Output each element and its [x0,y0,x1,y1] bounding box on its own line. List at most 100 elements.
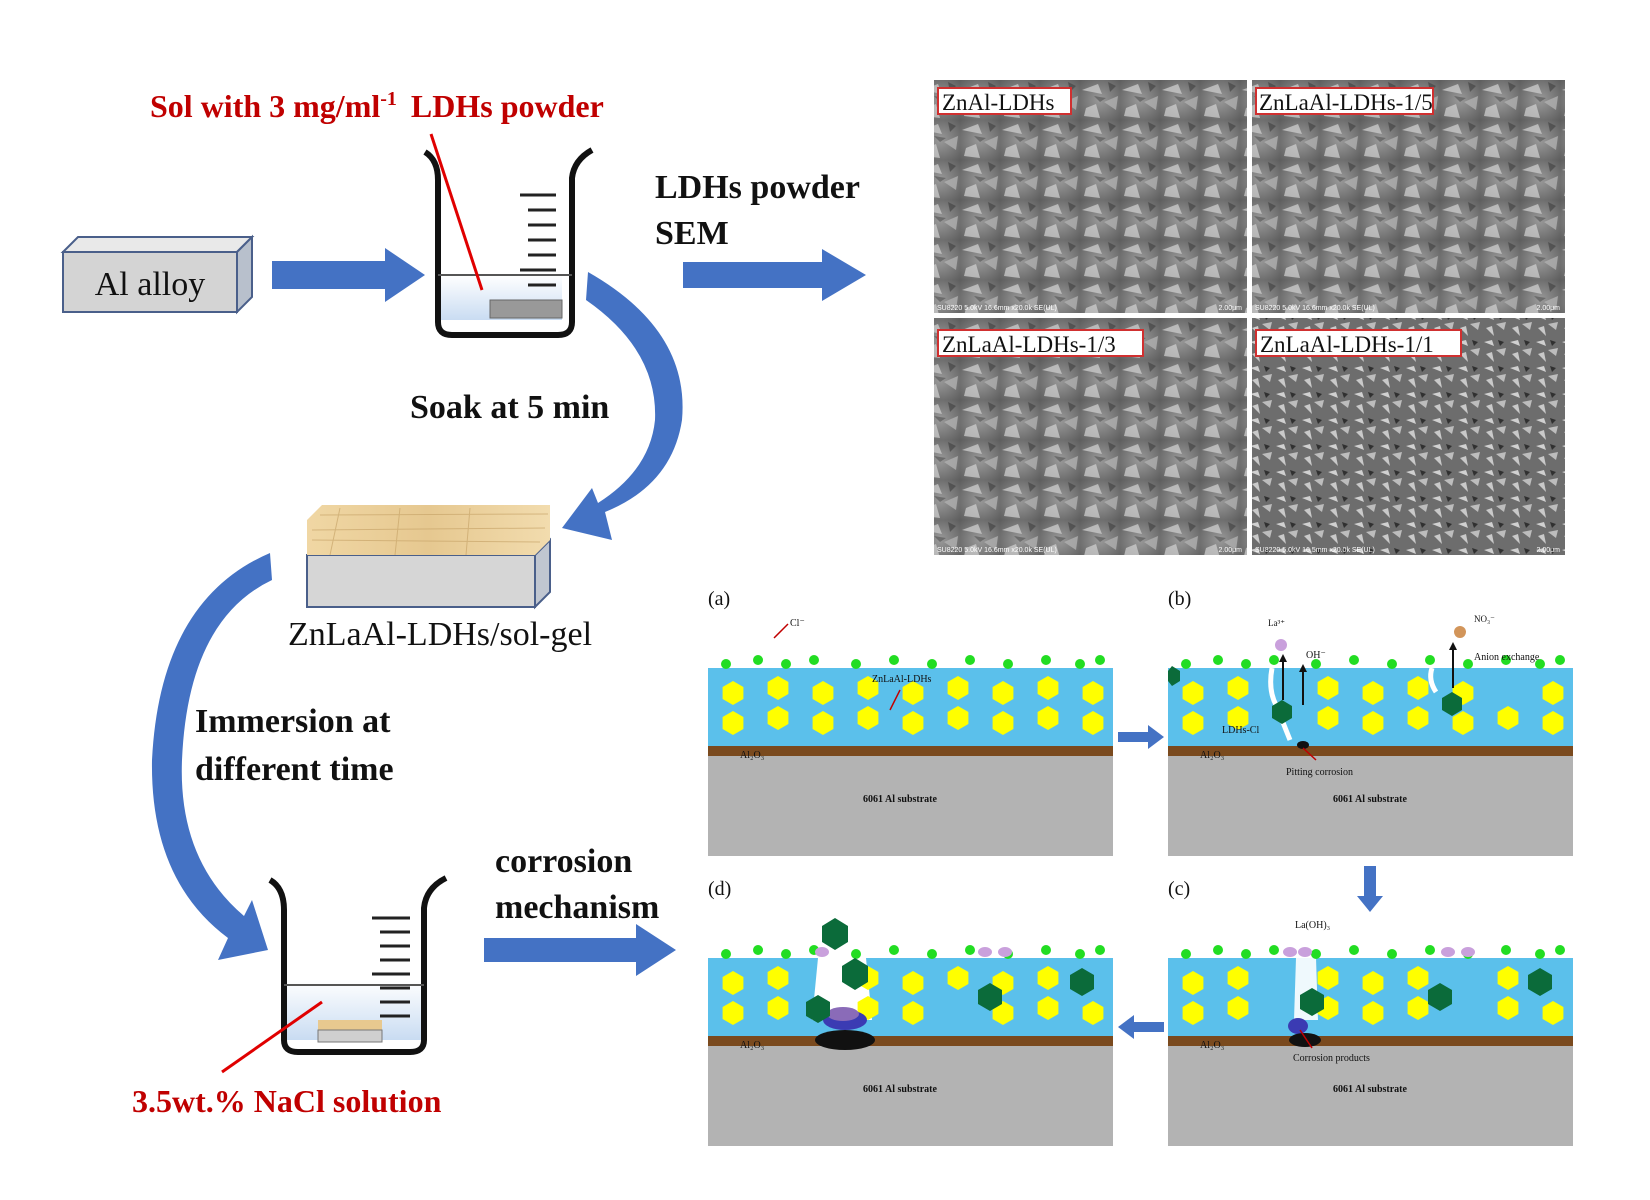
ldh-particle [947,676,969,700]
ldh-particle [857,996,879,1020]
ldh-particle [1317,706,1339,730]
ldh-particle [1452,711,1474,735]
ldh-particle [722,1001,744,1025]
chloride-ion [1041,945,1051,955]
arrow-c-to-d [1118,1015,1164,1039]
panel-b-ldh-cl [1272,700,1292,724]
chloride-ion [1311,949,1321,959]
ldh-particle [722,971,744,995]
chloride-ion [1501,945,1511,955]
ldh-particle [1407,676,1429,700]
chloride-ion [781,949,791,959]
ldh-particle [1497,996,1519,1020]
sem-panel-zn-al: ZnAl-LDHs SU8220 5.0kV 16.6mm x20.0k SE(… [934,80,1247,313]
chloride-ion [1463,659,1473,669]
coated-sample [306,505,551,610]
beaker-bottom-graduations [372,916,410,1018]
sem-panel-zn-la-al-1-1: ZnLaAl-LDHs-1/1 SU8220 5.0kV 16.5mm x20.… [1252,318,1565,555]
ldh-particle [947,706,969,730]
ldh-particle [767,996,789,1020]
ldh-particle [1497,706,1519,730]
ldh-particle [1407,966,1429,990]
chloride-ion [927,949,937,959]
sol-powder-text: Sol with 3 mg/ml [150,88,380,124]
ldh-particle [1497,966,1519,990]
sem-footer-zn-la-al-1-3: SU8220 5.0kV 16.6mm x20.0k SE(UL) [937,547,1057,554]
ldh-particle [767,676,789,700]
chloride-ion [1349,945,1359,955]
mechanism-panel-c: (c) La(OH)₃ Al₂O₃ Corrosion products 606… [1168,878,1573,1146]
chloride-ion [851,949,861,959]
ldh-particle [1542,711,1564,735]
panel-c-chloride-ions [1181,945,1565,959]
panel-c-substrate [1168,1046,1573,1146]
ldh-particle [1182,1001,1204,1025]
ldh-particle [1407,706,1429,730]
ldh-particle [1362,971,1384,995]
panel-a-oxide-label: Al₂O₃ [740,750,764,761]
chloride-ion [1213,655,1223,665]
chloride-ion [1041,655,1051,665]
ldh-particle [767,966,789,990]
al-alloy-block: Al alloy [60,234,255,315]
chloride-ion [1181,659,1191,669]
sem-scale-zn-la-al-1-5: 2.00μm [1537,305,1561,312]
ldh-particle [767,706,789,730]
chloride-ion [1555,945,1565,955]
chloride-ion [721,659,731,669]
ldh-particle [1082,711,1104,735]
chloride-ion [1311,659,1321,669]
ldh-particle [992,681,1014,705]
chloride-ion [1387,949,1397,959]
ldh-particle [1362,681,1384,705]
immersion-label-2: different time [195,751,394,788]
corrosion-label-1: corrosion [495,843,632,880]
panel-d-pit [815,1030,875,1050]
chloride-ion [889,945,899,955]
panel-a-chloride-ions [721,655,1105,669]
chloride-ion [1181,949,1191,959]
chloride-ion [1269,945,1279,955]
chloride-ion [1095,945,1105,955]
ldhs-sem-label-2: SEM [655,215,729,252]
sem-panel-zn-la-al-1-5: ZnLaAl-LDHs-1/5 SU8220 5.0kV 16.6mm x20.… [1252,80,1565,313]
ldh-particle [722,711,744,735]
chloride-ion [1213,945,1223,955]
panel-d-ldh-particles [722,966,1104,1025]
beaker-top [423,133,594,338]
panel-c-oxide [1168,1036,1573,1046]
coated-sample-label: ZnLaAl-LDHs/sol-gel [288,616,592,653]
ldh-particle [1037,966,1059,990]
panel-d-oxide-label: Al₂O₃ [740,1040,764,1051]
ldh-particle [902,971,924,995]
sol-gel-coating [307,505,550,555]
ldh-particle [1407,996,1429,1020]
chloride-ion [965,945,975,955]
sol-powder-superscript: -1 [380,88,397,110]
sol-powder-tail: LDHs powder [411,88,604,124]
curved-arrow-soak [562,272,683,540]
panel-d-tag: (d) [708,878,731,900]
chloride-ion [753,655,763,665]
ldh-particle [992,711,1014,735]
ldh-particle [1227,966,1249,990]
chloride-ion [1075,659,1085,669]
chloride-ion [927,659,937,669]
arrow-a-to-b [1118,725,1164,749]
panel-b-anion: Anion exchange [1474,652,1540,663]
sol-powder-label: Sol with 3 mg/ml-1 LDHs powder [150,88,604,124]
chloride-ion [753,945,763,955]
panel-d-substrate-label: 6061 Al substrate [863,1084,937,1095]
mechanism-panel-b: (b) La³⁺ OH⁻ NO₃⁻ Anion exchange LDHs-Cl… [1168,588,1573,856]
chloride-ion [1535,949,1545,959]
panel-c-products: Corrosion products [1293,1053,1370,1064]
panel-c-tag: (c) [1168,878,1190,900]
sem-scale-zn-la-al-1-3: 2.00μm [1219,547,1243,554]
sol-pointer-line [429,133,484,291]
panel-a-oxide [708,746,1113,756]
ldh-particle [1182,681,1204,705]
mechanism-panel-a: (a) Cl⁻ ZnLaAl-LDHs Al₂O₃ 6061 Al substr… [708,588,1113,856]
chloride-ion [1555,655,1565,665]
ldh-particle [1362,711,1384,735]
